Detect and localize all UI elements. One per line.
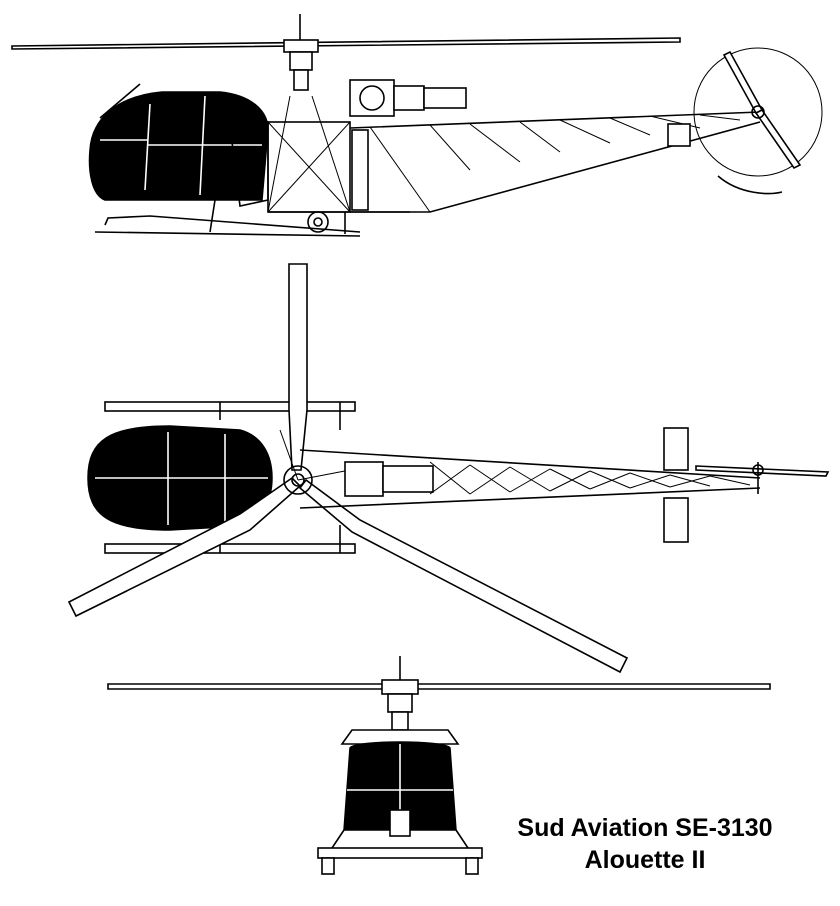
front-landing-gear xyxy=(317,829,483,875)
top-cabin xyxy=(87,425,273,531)
top-view xyxy=(67,263,830,674)
side-landing-gear xyxy=(94,199,361,237)
aircraft-caption: Sud Aviation SE-3130 Alouette II xyxy=(480,812,810,876)
side-view xyxy=(11,14,823,237)
caption-name: Alouette II xyxy=(584,846,706,874)
side-main-rotor xyxy=(11,14,681,91)
top-skids xyxy=(104,401,356,554)
front-view xyxy=(107,656,771,875)
top-main-rotor xyxy=(67,263,629,674)
front-cabin xyxy=(340,729,460,837)
side-cabin xyxy=(88,83,269,207)
front-main-rotor xyxy=(107,656,771,731)
side-tail-rotor xyxy=(693,47,823,195)
top-tail-boom xyxy=(299,449,761,509)
side-tail-boom xyxy=(349,111,761,213)
side-engine xyxy=(349,79,467,117)
caption-model: Sud Aviation SE-3130 xyxy=(517,814,773,842)
top-tail-stabilizer xyxy=(663,427,830,543)
